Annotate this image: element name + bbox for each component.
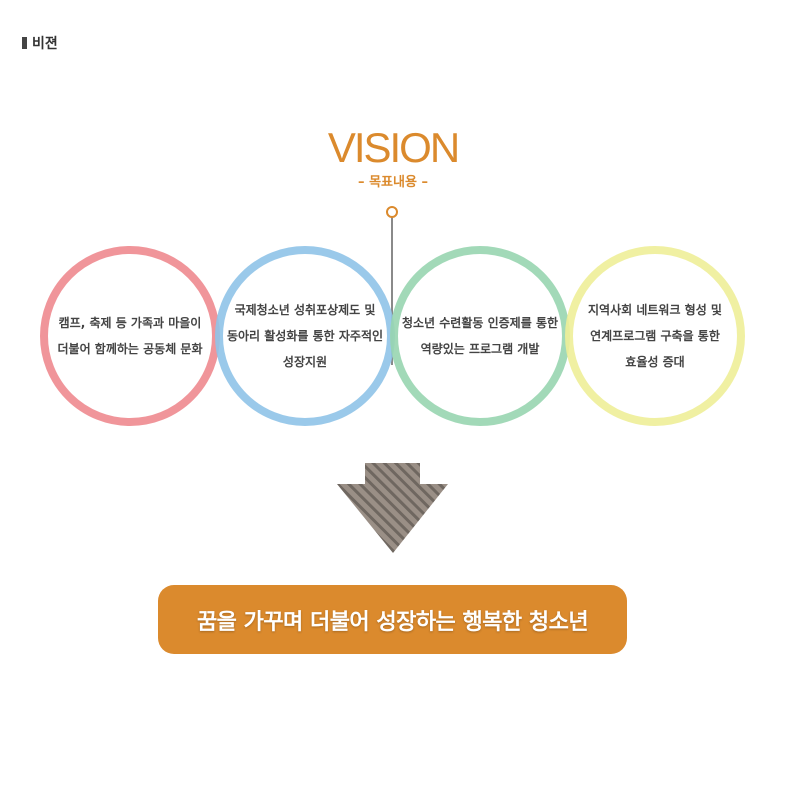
goal-banner: 꿈을 가꾸며 더불어 성장하는 행복한 청소년: [158, 585, 627, 654]
down-arrow-icon: [337, 463, 448, 553]
connector-line: [391, 215, 393, 365]
goal-banner-text: 꿈을 가꾸며 더불어 성장하는 행복한 청소년: [196, 609, 589, 635]
goal-circle-3-text: 청소년 수련활동 인증제를 통한 역량있는 프로그램 개발: [395, 310, 565, 362]
goal-circle-2-line-2: 동아리 활성화를 통한 자주적인: [226, 329, 384, 343]
connector-knob-icon: [386, 206, 398, 218]
vision-subtitle: – 목표내용 –: [358, 175, 428, 190]
section-heading-label: 비젼: [32, 36, 58, 52]
goal-circle-4-line-2: 연계프로그램 구축을 통한: [590, 329, 720, 343]
goal-circle-2-line-3: 성장지원: [282, 355, 328, 369]
goal-circle-2-line-1: 국제청소년 성취포상제도 및: [234, 303, 376, 317]
vision-title: VISION: [327, 124, 460, 171]
goal-circle-4: [565, 246, 745, 426]
goal-circle-1-text: 캠프, 축제 등 가족과 마을이 더불어 함께하는 공동체 문화: [45, 310, 215, 362]
heading-marker-icon: [22, 37, 27, 49]
goal-circle-1-line-1: 캠프, 축제 등 가족과 마을이: [58, 316, 202, 330]
goal-circle-4-line-3: 효율성 증대: [625, 355, 685, 369]
goal-circle-4-line-1: 지역사회 네트워크 형성 및: [588, 303, 722, 317]
goal-circle-3-line-1: 청소년 수련활동 인증제를 통한: [401, 316, 559, 330]
section-heading: 비젼: [22, 33, 58, 53]
goal-circle-4-text: 지역사회 네트워크 형성 및 연계프로그램 구축을 통한 효율성 증대: [570, 297, 740, 375]
goal-circle-3-line-2: 역량있는 프로그램 개발: [420, 342, 540, 356]
goal-circle-2-text: 국제청소년 성취포상제도 및 동아리 활성화를 통한 자주적인 성장지원: [220, 297, 390, 375]
goal-circle-1-line-2: 더불어 함께하는 공동체 문화: [57, 342, 203, 356]
